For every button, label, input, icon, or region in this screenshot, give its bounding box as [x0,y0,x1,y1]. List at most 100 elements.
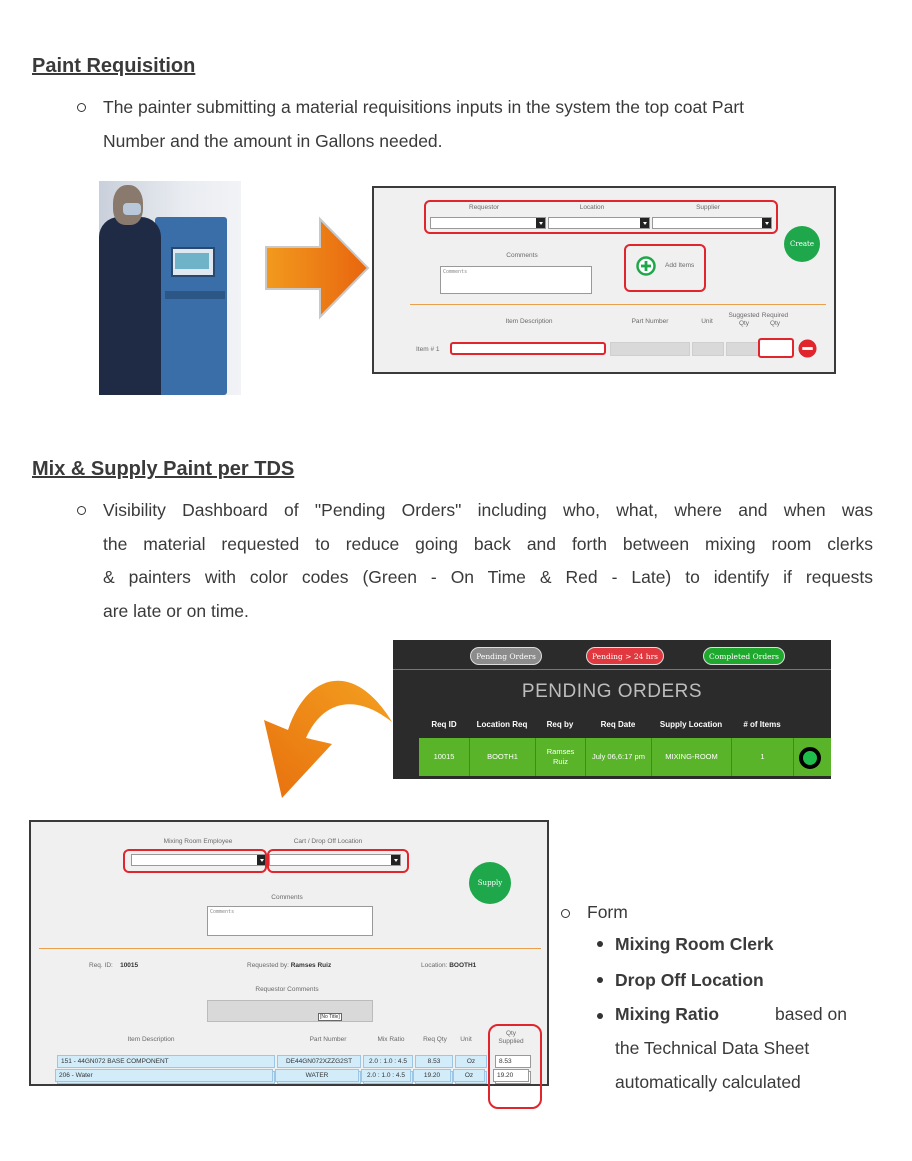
column-header: Req ID [431,720,457,729]
item-description-header: Item Description [127,1036,175,1043]
list-item: Drop Off Location [615,970,764,990]
divider [39,948,541,949]
qty-supplied-header-line: Supplied [498,1038,524,1045]
highlight-box [424,200,778,234]
table-row-unit: Oz [455,1055,487,1068]
supply-form-screenshot: Mixing Room Employee Cart / Drop Off Loc… [29,820,549,1086]
create-button[interactable]: Create [784,226,820,262]
section-title-paint-requisition: Paint Requisition [32,55,196,77]
list-item-bold: Mixing Ratio [615,1004,720,1024]
list-item: Mixing Ratio based on [615,1004,847,1025]
requested-by-value: Ramses Ruiz [290,962,332,969]
bullet-dot-icon [597,1013,603,1019]
comments-textarea[interactable]: Comments [440,266,592,294]
supply-button[interactable]: Supply [469,862,511,904]
comments-textarea[interactable]: Comments [207,906,373,936]
description-line: the material requested to reduce going b… [103,533,873,554]
description-line: & painters with color codes (Green - On … [103,567,873,587]
part-number-field [610,342,690,356]
required-qty-input[interactable] [758,338,794,358]
form-label: Form [587,902,628,922]
order-row[interactable] [419,738,831,776]
part-number-header: Part Number [631,318,669,325]
req-by-first: Ramses [546,747,575,756]
list-item-text: the Technical Data Sheet [615,1038,810,1058]
paint-requisition-description: The painter submitting a material requis… [103,91,873,158]
req-by-cell: Ramses Ruiz [535,738,585,776]
employee-label: Mixing Room Employee [163,838,233,845]
req-by-last: Ruiz [552,757,568,766]
table-row-part: DE44GN072XZZG2ST [277,1055,361,1068]
mix-ratio-header: Mix Ratio [377,1036,405,1043]
highlight-box [123,849,267,873]
unit-header: Unit [701,318,713,325]
add-circle-icon[interactable] [636,256,656,276]
qty-supplied-input[interactable]: 19.20 [493,1069,529,1082]
list-item-text: based on [774,1004,847,1024]
suggested-qty-field [726,342,760,356]
add-items-label[interactable]: Add Items [665,262,695,269]
items-count-cell: 1 [731,738,793,776]
pending-orders-dashboard: Pending Orders Pending > 24 hrs Complete… [393,640,831,779]
bullet-circle-icon [561,909,570,918]
table-row-item: 151 - 44GN072 BASE COMPONENT [57,1055,275,1068]
req-date-cell: July 06,6:17 pm [585,738,651,776]
location-cell: BOOTH1 [469,738,535,776]
suggested-qty-header: Suggested Qty [728,312,760,327]
comments-label: Comments [506,252,538,259]
open-order-button[interactable] [799,747,821,769]
req-qty-header: Req Qty [423,1036,447,1043]
location-info: Location: BOOTH1 [421,962,476,969]
highlight-box [624,244,706,292]
qty-supplied-input[interactable]: 8.53 [495,1055,531,1068]
item-row-label: Item # 1 [416,346,440,353]
supply-form-row3-container: 206 - Water WATER 2.0 : 1.0 : 4.5 19.20 … [31,822,547,1084]
cart-select[interactable] [269,854,401,866]
bullet-dot-icon [597,977,603,983]
table-row-req: 8.53 [415,1055,453,1068]
location-select[interactable] [548,217,650,229]
requestor-comments-box: [No Title] [207,1000,373,1022]
dashboard-heading: PENDING ORDERS [521,681,703,702]
tab-pending-orders[interactable]: Pending Orders [470,647,542,665]
requested-by-info: Requested by: Ramses Ruiz [247,962,331,969]
table-row-unit: Oz [453,1069,485,1082]
supplier-select[interactable] [652,217,772,229]
column-header: Req Date [600,720,636,729]
table-row-part: WATER [275,1069,359,1082]
column-header: Supply Location [659,720,723,729]
requestor-select[interactable] [430,217,546,229]
qty-supplied-header-line: Qty [505,1030,517,1037]
supplier-label: Supplier [696,204,720,211]
divider [410,304,826,305]
tab-completed-orders[interactable]: Completed Orders [703,647,785,665]
description-line: are late or on time. [103,600,249,621]
action-cell [793,738,831,776]
requestor-label: Requestor [469,204,499,211]
requestor-comments-label: Requestor Comments [255,986,319,993]
location-label: Location [579,204,605,211]
location-label: Location: [421,962,448,969]
arrow-right-icon [265,216,370,320]
req-id-info: Req. ID: 10015 [89,962,138,969]
table-row-req: 19.20 [413,1069,451,1082]
table-row-ratio: 2.0 : 1.0 : 4.5 [361,1069,411,1082]
painter-at-terminal-photo [99,181,241,395]
table-row-item: 206 - Water [55,1069,273,1082]
qty-supplied-header: Qty Supplied [493,1030,529,1046]
description-line: Number and the amount in Gallons needed. [103,130,443,151]
item-description-select[interactable] [450,342,606,355]
remove-circle-icon[interactable] [798,339,817,358]
list-item-text: automatically calculated [615,1072,801,1092]
cart-label: Cart / Drop Off Location [293,838,363,845]
highlight-box [488,1024,542,1109]
requisition-form-screenshot: Requestor Location Supplier Create Comme… [372,186,836,374]
list-item: Mixing Room Clerk [615,934,774,954]
req-id-value: 10015 [120,962,139,969]
description-line: The painter submitting a material requis… [103,97,745,117]
tab-pending-late[interactable]: Pending > 24 hrs [586,647,664,665]
column-header: # of Items [743,720,781,729]
location-value: BOOTH1 [449,962,477,969]
bullet-circle-icon [77,506,86,515]
mix-supply-description: Visibility Dashboard of "Pending Orders"… [103,494,873,628]
